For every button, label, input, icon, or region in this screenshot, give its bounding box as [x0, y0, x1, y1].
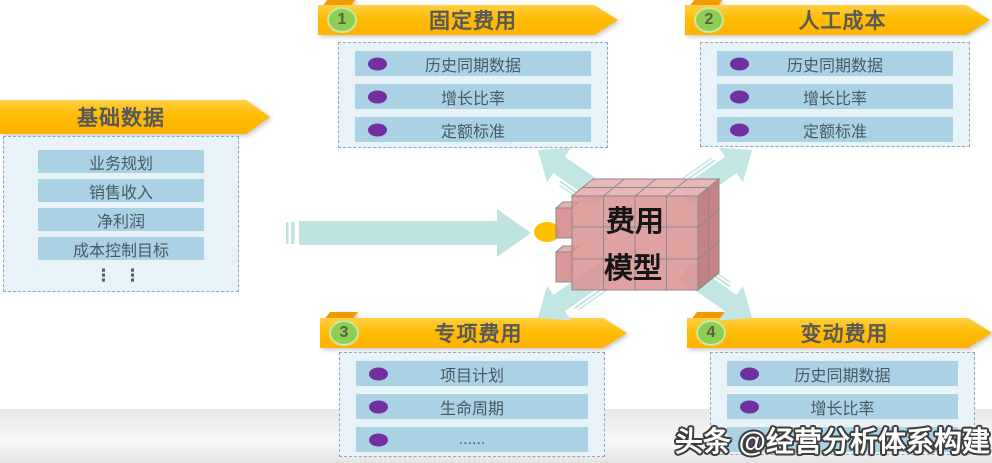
cube-label-line2: 模型: [604, 252, 662, 285]
variable-expenses-box: 历史同期数据 增长比率: [710, 352, 975, 455]
basic-data-panel: 业务规划 销售收入 净利润 成本控制目标 ⋮⋮: [3, 136, 239, 292]
list-item: 销售收入: [38, 179, 204, 202]
list-item: 净利润: [38, 208, 204, 231]
list-item-label: 销售收入: [88, 184, 153, 202]
bullet-icon: [730, 123, 749, 136]
banner-basic-data: 基础数据: [0, 100, 270, 134]
list-item-label: 业务规划: [88, 155, 153, 173]
bullet-icon: [369, 400, 388, 413]
list-item: 增长比率: [717, 84, 953, 109]
list-item-label: 成本控制目标: [72, 242, 169, 260]
list-item: 定额标准: [355, 117, 591, 142]
list-item: 历史同期数据: [727, 361, 958, 386]
number-badge: 4: [696, 320, 726, 346]
labor-cost-box: 历史同期数据 增长比率 定额标准: [700, 42, 970, 147]
list-item: 业务规划: [38, 150, 204, 173]
list-item: 生命周期: [356, 394, 588, 419]
model-input-dot: [534, 222, 560, 242]
number-badge: 2: [694, 7, 724, 33]
vertical-ellipsis-icon: ⋮⋮: [95, 266, 153, 285]
list-item-label: 定额标准: [802, 123, 867, 141]
banner-fixed-expenses: 1 固定费用: [317, 0, 618, 35]
bullet-icon: [368, 90, 387, 103]
list-item: 增长比率: [727, 394, 958, 419]
list-item: 历史同期数据: [355, 51, 591, 76]
special-expenses-box: 项目计划 生命周期 ......: [339, 352, 605, 457]
bullet-icon: [740, 367, 759, 380]
number-badge: 3: [329, 320, 359, 346]
expense-model-cube: [554, 177, 721, 292]
list-item-label: 生命周期: [439, 400, 504, 418]
number-badge: 1: [327, 7, 357, 33]
bullet-icon: [730, 57, 749, 70]
input-arrow: [286, 209, 531, 257]
list-item-label: 增长比率: [440, 90, 505, 108]
ribbon-arrow-shape: [0, 100, 270, 134]
list-item: [727, 427, 958, 452]
banner-variable-expenses-label: 变动费用: [800, 323, 889, 346]
banner-special-expenses-label: 专项费用: [434, 323, 523, 346]
banner-basic-data-label: 基础数据: [77, 107, 165, 130]
bullet-icon: [740, 433, 759, 446]
watermark: 头条 @经营分析体系构建: [674, 426, 990, 457]
list-item-label: 历史同期数据: [786, 57, 883, 75]
list-item-label: 增长比率: [802, 90, 867, 108]
bullet-icon: [369, 433, 388, 446]
banner-labor-cost: 2 人工成本: [684, 0, 990, 35]
ribbon-arrow-shape: [685, 5, 990, 35]
list-item-label: 项目计划: [439, 367, 504, 385]
list-item: ......: [356, 427, 588, 452]
ribbon-arrow-shape: [318, 5, 618, 35]
banner-variable-expenses: 4 变动费用: [686, 312, 992, 348]
list-item-label: 历史同期数据: [424, 57, 521, 75]
list-item-label: 增长比率: [810, 400, 875, 418]
list-item-label: 历史同期数据: [794, 367, 891, 385]
list-item: 成本控制目标: [38, 237, 204, 260]
bullet-icon: [368, 123, 387, 136]
bullet-icon: [730, 90, 749, 103]
fixed-expenses-box: 历史同期数据 增长比率 定额标准: [338, 42, 608, 148]
list-item: 定额标准: [717, 117, 953, 142]
bullet-icon: [740, 400, 759, 413]
list-item: 历史同期数据: [717, 51, 953, 76]
banner-fixed-expenses-label: 固定费用: [429, 10, 517, 33]
bullet-icon: [369, 367, 388, 380]
banner-special-expenses: 3 专项费用: [319, 312, 627, 348]
banner-labor-cost-label: 人工成本: [798, 10, 887, 33]
bullet-icon: [368, 57, 387, 70]
list-item: 增长比率: [355, 84, 591, 109]
cube-label-line1: 费用: [606, 205, 664, 238]
list-item-label: 净利润: [96, 213, 145, 231]
list-item-label: ......: [458, 430, 486, 448]
list-item-label: 定额标准: [440, 123, 505, 141]
list-item: 项目计划: [356, 361, 588, 386]
